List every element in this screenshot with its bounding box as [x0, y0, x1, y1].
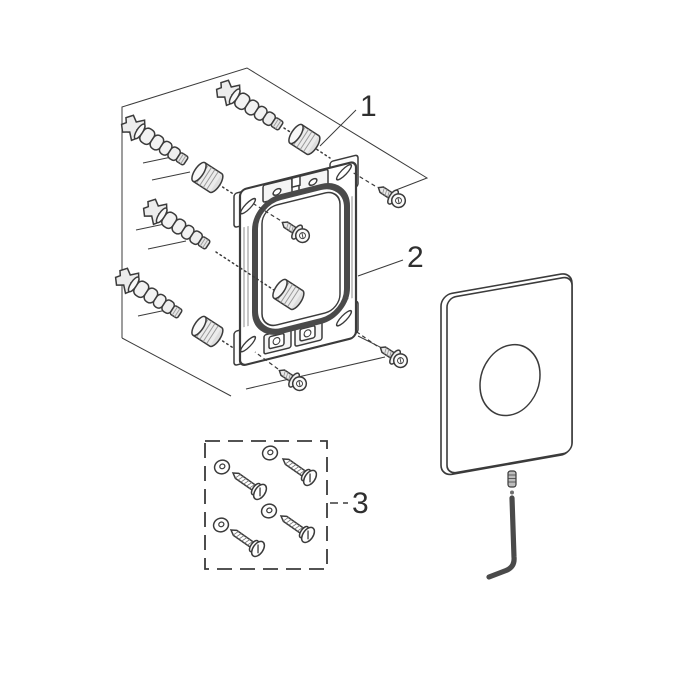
frame-screw — [375, 340, 412, 372]
wall-anchor — [110, 263, 188, 326]
frame-screw — [373, 180, 410, 212]
wood-screw — [225, 522, 268, 560]
callout-2: 2 — [407, 241, 424, 274]
allen-key — [486, 495, 517, 580]
washer — [212, 457, 232, 477]
wall-anchor — [116, 110, 194, 173]
wall-anchors — [110, 75, 331, 352]
wood-screw — [277, 451, 320, 489]
frame-seal-rim — [252, 183, 350, 335]
mounting-frame — [233, 154, 359, 366]
wall-anchor — [138, 194, 216, 257]
callout-1: 1 — [360, 90, 377, 123]
callout-3: 3 — [352, 487, 369, 520]
wood-screw — [227, 465, 270, 503]
grub-screw — [507, 470, 517, 495]
frame-inner-panel — [261, 191, 341, 327]
anchor-axis-dots — [215, 251, 284, 297]
callouts: 1 2 3 — [319, 90, 424, 520]
wall-anchor — [211, 75, 289, 138]
washer — [211, 515, 231, 535]
kit-boundary — [204, 440, 328, 570]
corner-slot — [239, 335, 257, 353]
fixing-kit-box — [204, 440, 328, 570]
knurled-nut — [188, 313, 227, 350]
knurled-nut — [285, 121, 324, 158]
corner-slot — [239, 197, 257, 215]
construction-lines — [121, 67, 429, 397]
callout-leader-1 — [319, 109, 357, 147]
corner-slot — [335, 309, 353, 327]
washer — [259, 501, 279, 521]
wood-screw — [275, 508, 318, 546]
plate-front-face — [446, 276, 573, 474]
cover-plate — [440, 273, 573, 476]
corner-slot — [335, 163, 353, 181]
knurled-nut — [188, 159, 227, 196]
actuation-circle — [479, 343, 541, 417]
frame-screw — [274, 363, 311, 395]
callout-leader-2 — [357, 259, 404, 277]
washer — [260, 443, 280, 463]
frame-screws — [253, 171, 412, 395]
